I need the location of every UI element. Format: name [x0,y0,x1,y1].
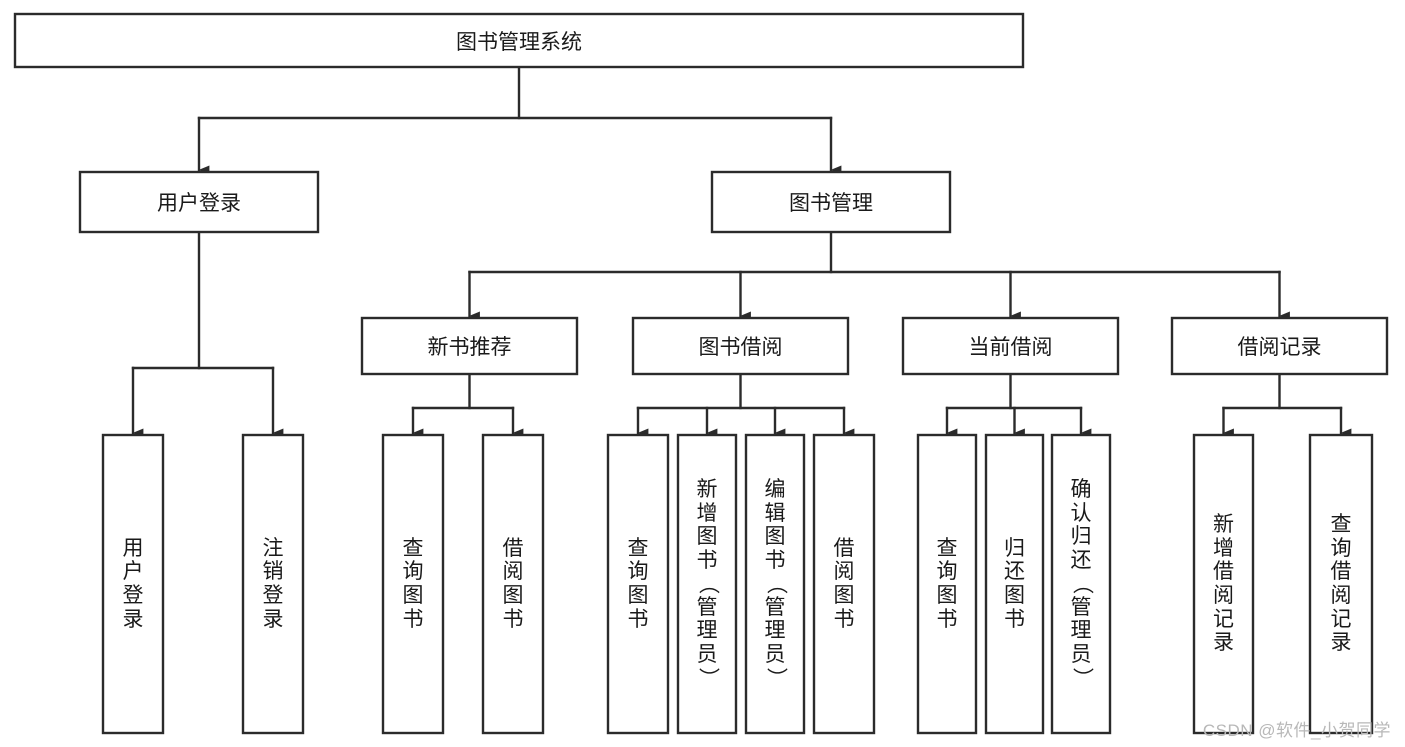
node-box-new-book-recommend[interactable] [360,316,579,376]
node-box-book-management[interactable] [710,170,952,234]
connector-lines [131,65,1352,438]
node-box-leaf-logout[interactable] [241,433,305,735]
node-box-leaf-borrow-book-1[interactable] [481,433,545,735]
node-box-leaf-borrow-book-2[interactable] [812,433,876,735]
node-boxes [13,12,1389,735]
watermark-text: CSDN @软件_小贺同学 [1202,721,1391,740]
node-box-leaf-return-book[interactable] [984,433,1045,735]
node-box-leaf-query-book-1[interactable] [381,433,445,735]
node-box-book-borrow[interactable] [631,316,850,376]
node-box-leaf-confirm-return[interactable] [1050,433,1112,735]
node-box-leaf-edit-book[interactable] [744,433,806,735]
node-box-borrow-records[interactable] [1170,316,1389,376]
node-box-leaf-add-record[interactable] [1192,433,1255,735]
node-box-root[interactable] [13,12,1025,69]
node-box-leaf-query-book-3[interactable] [916,433,978,735]
node-box-leaf-add-book[interactable] [676,433,738,735]
node-box-user-login[interactable] [78,170,320,234]
node-box-leaf-query-book-2[interactable] [606,433,670,735]
node-box-leaf-query-record[interactable] [1308,433,1374,735]
node-box-leaf-user-login[interactable] [101,433,165,735]
node-box-current-borrow[interactable] [901,316,1120,376]
